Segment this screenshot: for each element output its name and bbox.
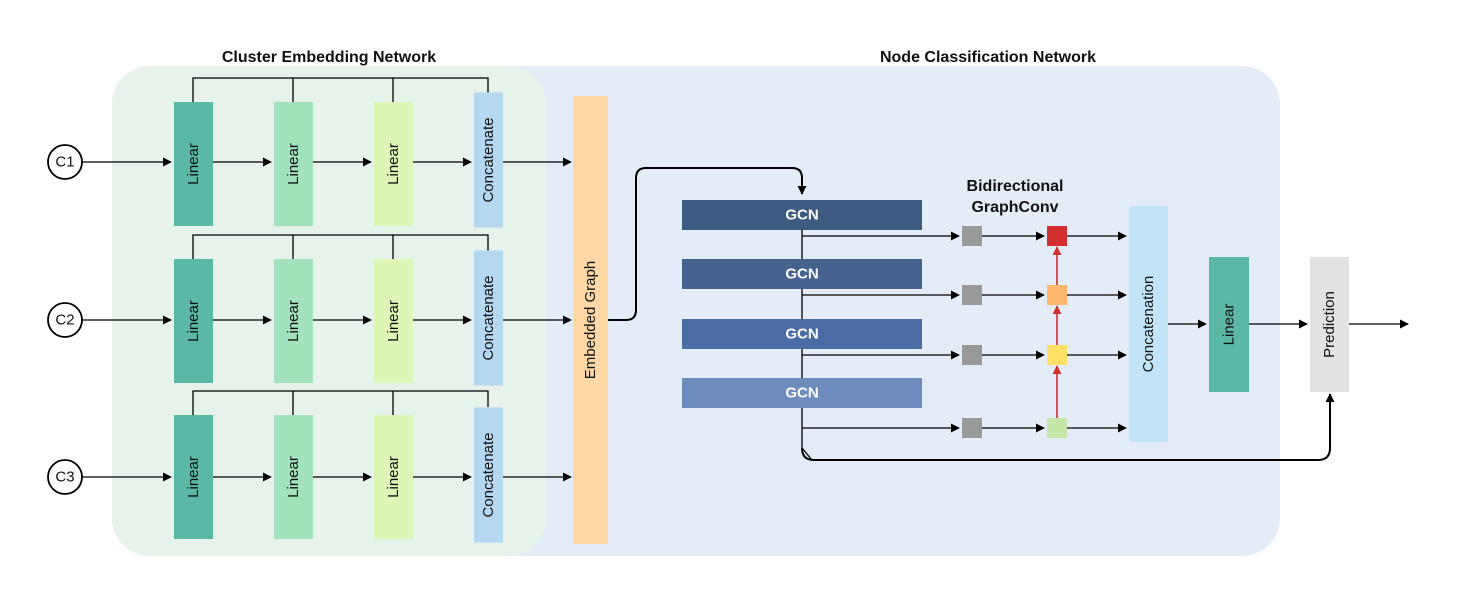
concatenate-block-1-4 xyxy=(474,92,503,228)
linear-label-2-3: Linear xyxy=(385,300,402,342)
linear-block-3-2 xyxy=(274,415,313,539)
linear-label-3-1: Linear xyxy=(185,456,202,498)
input-node-3 xyxy=(47,459,83,495)
bidir-node-4 xyxy=(1047,418,1067,438)
final-linear-block xyxy=(1209,257,1249,392)
embedded-to-gcn-connector xyxy=(608,167,807,321)
embedded-graph-label: Embedded Graph xyxy=(582,261,599,379)
concatenate-block-2-4 xyxy=(474,250,503,386)
bidirectional-label-line2: GraphConv xyxy=(971,199,1058,216)
linear-block-1-1 xyxy=(174,102,213,226)
gcn-label-1: GCN xyxy=(785,207,818,224)
input-node-2 xyxy=(47,302,83,338)
linear-label-1-2: Linear xyxy=(285,143,302,185)
concatenate-label-3-4: Concatenate xyxy=(480,432,497,517)
bidirectional-label-line1: Bidirectional xyxy=(967,178,1064,195)
input-node-label-1: C1 xyxy=(55,154,74,171)
linear-block-1-2 xyxy=(274,102,313,226)
cluster-embedding-panel xyxy=(112,66,546,556)
linear-block-2-2 xyxy=(274,259,313,383)
linear-block-3-1 xyxy=(174,415,213,539)
gcn-to-prediction-skip xyxy=(801,393,1335,461)
concatenation-label: Concatenation xyxy=(1140,276,1157,373)
bidir-node-2 xyxy=(1047,285,1067,305)
gcn-layer-4 xyxy=(682,378,922,408)
linear-label-2-2: Linear xyxy=(285,300,302,342)
node-classification-title: Node Classification Network xyxy=(880,49,1096,66)
projection-box-3 xyxy=(962,345,982,365)
projection-box-1 xyxy=(962,226,982,246)
concatenation-block xyxy=(1129,206,1168,442)
concatenate-label-2-4: Concatenate xyxy=(480,275,497,360)
cluster-embedding-title: Cluster Embedding Network xyxy=(222,49,436,66)
input-node-label-3: C3 xyxy=(55,469,74,486)
linear-label-1-3: Linear xyxy=(385,143,402,185)
gcn-label-2: GCN xyxy=(785,266,818,283)
concatenate-block-3-4 xyxy=(474,407,503,543)
gcn-layer-1 xyxy=(682,200,922,230)
gcn-layer-3 xyxy=(682,319,922,349)
gcn-layer-2 xyxy=(682,259,922,289)
linear-block-3-3 xyxy=(374,415,413,539)
embedded-graph-block xyxy=(573,96,608,544)
prediction-block xyxy=(1310,257,1349,392)
linear-block-2-3 xyxy=(374,259,413,383)
projection-box-4 xyxy=(962,418,982,438)
gcn-label-4: GCN xyxy=(785,385,818,402)
bidir-node-3 xyxy=(1047,345,1067,365)
linear-block-2-1 xyxy=(174,259,213,383)
bidir-node-1 xyxy=(1047,226,1067,246)
connection-lines xyxy=(82,77,1409,482)
prediction-label: Prediction xyxy=(1321,291,1338,358)
skip-bar-3 xyxy=(192,390,489,415)
concatenate-label-1-4: Concatenate xyxy=(480,117,497,202)
linear-block-1-3 xyxy=(374,102,413,226)
gcn-label-3: GCN xyxy=(785,326,818,343)
final-linear-label: Linear xyxy=(1221,304,1238,346)
skip-bar-2 xyxy=(192,234,489,259)
skip-bar-1 xyxy=(192,77,489,102)
projection-box-2 xyxy=(962,285,982,305)
input-node-1 xyxy=(47,144,83,180)
linear-label-3-3: Linear xyxy=(385,456,402,498)
linear-label-1-1: Linear xyxy=(185,143,202,185)
input-node-label-2: C2 xyxy=(55,312,74,329)
linear-label-3-2: Linear xyxy=(285,456,302,498)
linear-label-2-1: Linear xyxy=(185,300,202,342)
